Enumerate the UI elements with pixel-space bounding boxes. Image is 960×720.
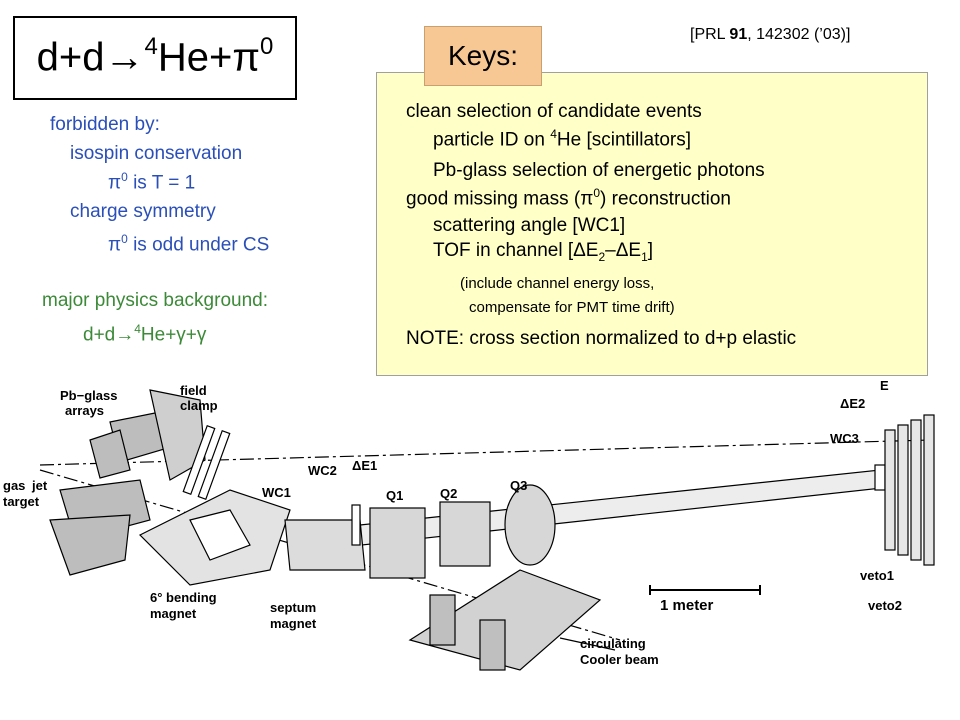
label-wc2: WC2 (308, 463, 337, 478)
wc3-detector (874, 464, 886, 491)
label-jet: jet (31, 478, 48, 493)
reference: [PRL 91, 142302 (’03)] (690, 26, 851, 43)
keys-tab: Keys: (424, 26, 542, 86)
label-de2: ΔE2 (840, 396, 865, 411)
forbidden-heading: forbidden by: (50, 114, 160, 135)
label-q2: Q2 (440, 486, 457, 501)
cooler-magnet-coil (429, 594, 456, 646)
quadrupole-q1 (369, 507, 426, 579)
cooler-magnet-coil-2 (479, 619, 506, 671)
label-veto1: veto1 (860, 568, 894, 583)
label-e: E (880, 378, 889, 393)
key-line: Pb-glass selection of energetic photons (433, 160, 765, 181)
forbidden-pi-cs: π0 is odd under CS (108, 232, 270, 256)
label-target: target (3, 494, 40, 509)
forbidden-pi-t: π0 is T = 1 (108, 170, 196, 194)
label-circ1: circulating (580, 636, 646, 651)
field-clamp (182, 424, 216, 496)
pbglass-block (149, 389, 206, 481)
forbidden-isospin: isospin conservation (70, 143, 243, 164)
delta-e1-detector (351, 504, 361, 546)
background-reaction: d+d→4He+γ+γ (83, 322, 207, 346)
beam-arrow (559, 637, 616, 651)
key-line: good missing mass (π0) reconstruction (406, 186, 731, 210)
label-q3: Q3 (510, 478, 527, 493)
forbidden-charge: charge symmetry (70, 201, 216, 222)
label-wc1: WC1 (262, 485, 291, 500)
label-veto2: veto2 (868, 598, 902, 613)
label-field: field (180, 383, 207, 398)
detector-diagram: Pb−glass arrays field clamp gas jet targ… (3, 378, 935, 671)
end-detectors (884, 414, 935, 566)
label-q1: Q1 (386, 488, 403, 503)
title-text: d+d→4He+π0 (36, 33, 274, 80)
label-wc3: WC3 (830, 431, 859, 446)
quadrupole-q3 (504, 484, 556, 566)
label-arrays: arrays (65, 403, 104, 418)
key-line: TOF in channel [ΔE2–ΔE1] (433, 240, 654, 264)
label-clamp: clamp (180, 398, 218, 413)
label-bend2: magnet (150, 606, 197, 621)
label-pbglass: Pb−glass (60, 388, 117, 403)
label-sep2: magnet (270, 616, 317, 631)
label-sep1: septum (270, 600, 316, 615)
key-line: clean selection of candidate events (406, 101, 702, 122)
label-bend1: 6° bending (150, 590, 217, 605)
key-line: particle ID on 4He [scintillators] (433, 127, 692, 151)
title-box: d+d→4He+π0 (13, 16, 297, 100)
label-meter: 1 meter (660, 597, 714, 614)
key-note: compensate for PMT time drift) (469, 299, 675, 316)
bending-magnet-core (189, 509, 251, 561)
label-gas: gas (3, 478, 25, 493)
key-line: scattering angle [WC1] (433, 215, 626, 236)
label-de1: ΔE1 (352, 458, 377, 473)
beamline-axis (39, 439, 931, 466)
keys-panel: clean selection of candidate events part… (376, 72, 928, 376)
label-circ2: Cooler beam (580, 652, 659, 667)
beam-pipe (359, 469, 883, 546)
background-heading: major physics background: (42, 290, 268, 311)
quadrupole-q2 (439, 501, 491, 567)
key-line: NOTE: cross section normalized to d+p el… (406, 328, 797, 349)
septum-magnet (284, 519, 366, 571)
field-clamp-2 (197, 429, 231, 501)
key-note: (include channel energy loss, (460, 275, 655, 292)
